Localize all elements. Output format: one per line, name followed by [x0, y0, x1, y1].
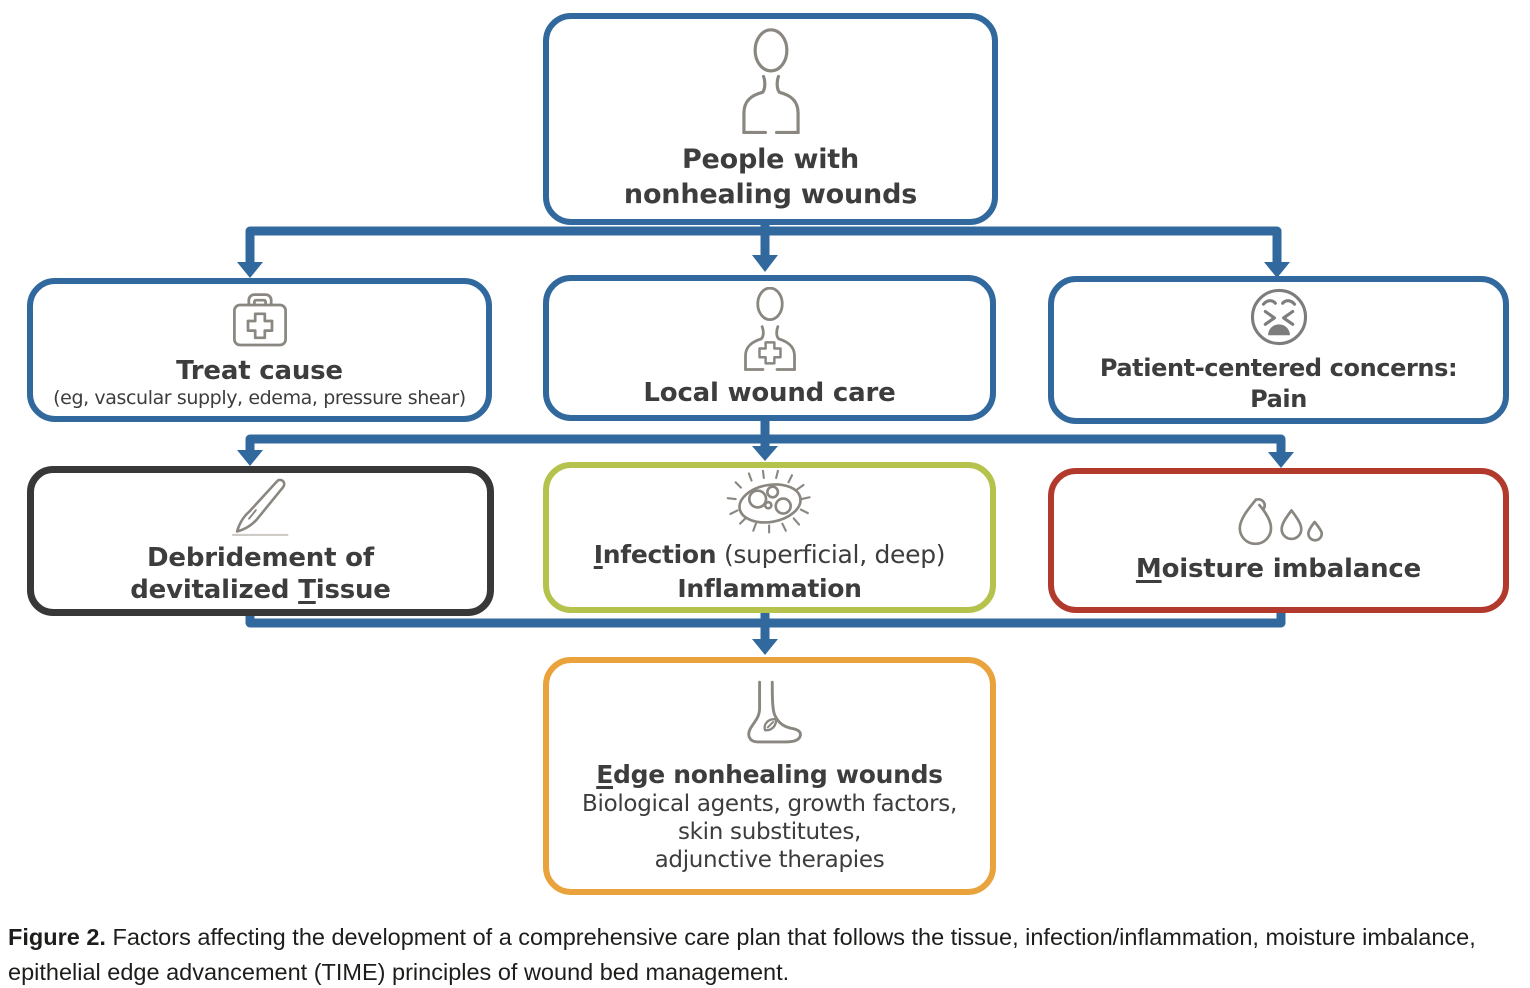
node-infection-inflammation: Infection (superficial, deep) Inflammati… [543, 462, 996, 613]
node-local-wound-care: Local wound care [543, 275, 996, 421]
node-title: Moisture imbalance [1135, 554, 1422, 585]
node-edge-nonhealing-wounds: Edge nonhealing wounds Biological agents… [543, 657, 996, 895]
scalpel-icon [221, 476, 301, 540]
connector-level-1-heads [237, 255, 1290, 278]
node-title: Patient-centered concerns: Pain [1099, 353, 1458, 413]
connector-level-2-heads [237, 446, 1294, 468]
foot-icon [727, 678, 813, 756]
node-people-nonhealing-wounds: People with nonhealing wounds [543, 13, 998, 225]
node-title: Debridement of devitalized Tissue [130, 542, 391, 606]
person-icon [729, 26, 813, 140]
microbe-icon [720, 469, 820, 536]
droplets-icon [1230, 495, 1328, 549]
connector-level-3-heads [752, 639, 778, 655]
figure-caption-text: Factors affecting the development of a c… [8, 924, 1476, 986]
node-moisture-imbalance: Moisture imbalance [1048, 468, 1509, 613]
node-title: Local wound care [643, 377, 896, 408]
node-title: Treat cause [176, 355, 343, 386]
node-patient-centered-concerns: Patient-centered concerns: Pain [1048, 276, 1509, 424]
node-title: Edge nonhealing wounds Biological agents… [582, 759, 957, 873]
node-title: People with nonhealing wounds [623, 143, 918, 210]
figure-caption: Figure 2. Factors affecting the developm… [8, 920, 1524, 988]
medic-person-icon [735, 286, 805, 375]
node-title: Infection (superficial, deep) Inflammati… [593, 539, 946, 603]
node-treat-cause: Treat cause (eg, vascular supply, edema,… [27, 278, 492, 422]
pained-face-icon [1247, 285, 1311, 349]
figure-caption-label: Figure 2. [8, 924, 106, 950]
node-debridement-tissue: Debridement of devitalized Tissue [27, 466, 494, 616]
node-subtitle: (eg, vascular supply, edema, pressure sh… [53, 387, 466, 410]
first-aid-kit-icon [223, 289, 297, 353]
